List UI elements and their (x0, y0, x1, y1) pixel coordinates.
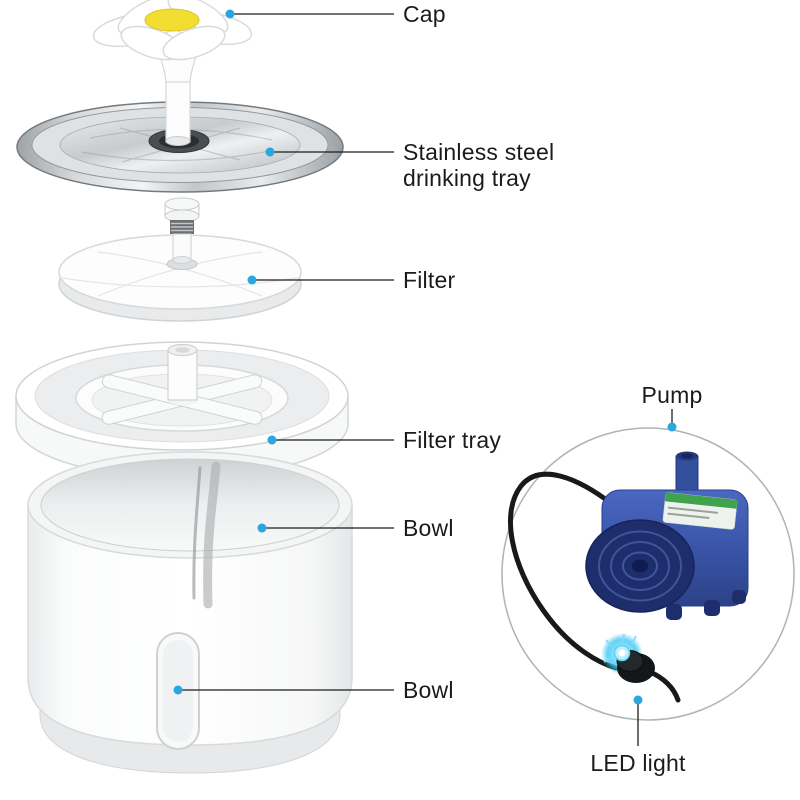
connector-valve-illustration (164, 197, 200, 264)
bowl-illustration (27, 451, 353, 774)
callout-dots (173, 9, 677, 705)
thread-ridges (171, 222, 193, 232)
callout-dot-filter (247, 275, 257, 285)
callout-dot-filter-tray (267, 435, 277, 445)
label-steel-tray: Stainless steel drinking tray (403, 139, 555, 191)
label-bowl-upper: Bowl (403, 515, 454, 541)
led-light-illustration (601, 633, 655, 683)
label-filter-tray: Filter tray (403, 427, 502, 453)
suction-feet (666, 590, 746, 620)
led-rays (603, 633, 637, 663)
callout-dot-led (633, 695, 643, 705)
pump-label-sticker (662, 492, 738, 530)
label-pump: Pump (641, 382, 703, 408)
callout-dot-pump (667, 422, 677, 432)
filter-tray-illustration (15, 341, 349, 479)
callout-dot-cap (225, 9, 235, 19)
callout-dot-bowl-upper (257, 523, 267, 533)
pump-detail-circle (501, 427, 795, 721)
callout-dot-steel-tray (265, 147, 275, 157)
cap-yellow-center (144, 8, 200, 32)
label-led: LED light (590, 750, 686, 776)
label-filter: Filter (403, 267, 456, 293)
cap-illustration (92, 0, 253, 61)
callout-dot-bowl-lower (173, 685, 183, 695)
inner-tube (192, 461, 221, 609)
pump-illustration (585, 451, 749, 620)
label-cap: Cap (403, 1, 446, 27)
filter-illustration (58, 234, 302, 322)
label-bowl-lower: Bowl (403, 677, 454, 703)
